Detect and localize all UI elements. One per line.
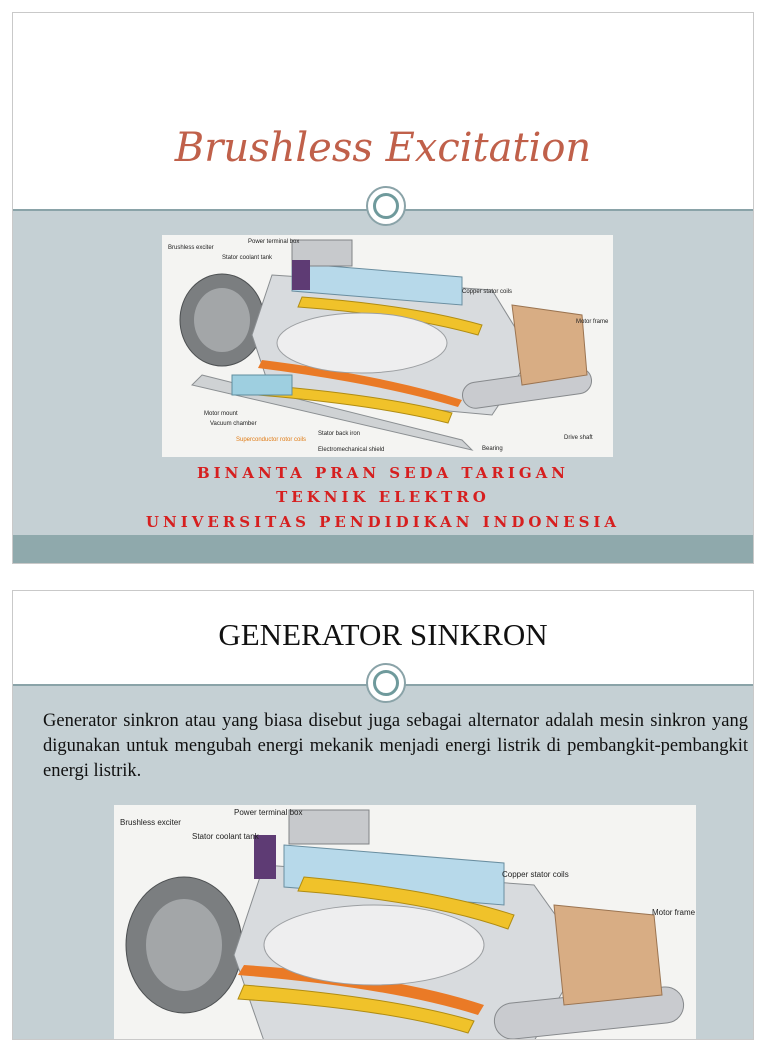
label-superconductor-rotor-coils: Superconductor rotor coils xyxy=(236,437,306,443)
divider-circle-ornament xyxy=(366,663,406,703)
divider-circle-ornament xyxy=(366,186,406,226)
slide-brushless-excitation: Brushless Excitation xyxy=(12,12,754,564)
generator-cutaway-figure: Brushless exciter Power terminal box Sta… xyxy=(162,235,613,457)
label-copper-stator-coils: Copper stator coils xyxy=(502,870,569,879)
slide-generator-sinkron: GENERATOR SINKRON Generator sinkron atau… xyxy=(12,590,754,1040)
label-power-terminal-box: Power terminal box xyxy=(234,808,302,817)
label-copper-stator-coils: Copper stator coils xyxy=(462,289,512,295)
label-stator-coolant-tank: Stator coolant tank xyxy=(222,255,273,261)
label-stator-coolant-tank: Stator coolant tank xyxy=(192,832,260,841)
label-brushless-exciter: Brushless exciter xyxy=(120,818,181,827)
department: TEKNIK ELEKTRO xyxy=(276,488,490,506)
label-drive-shaft: Drive shaft xyxy=(564,435,593,441)
label-vacuum-chamber: Vacuum chamber xyxy=(210,421,257,427)
slide-title: Brushless Excitation xyxy=(174,125,592,171)
university: UNIVERSITAS PENDIDIKAN INDONESIA xyxy=(145,513,621,531)
label-stator-back-iron: Stator back iron xyxy=(318,431,360,437)
generator-cutaway-svg: Brushless exciter Power terminal box Sta… xyxy=(162,235,613,457)
generator-cutaway-figure-large: Brushless exciter Power terminal box Sta… xyxy=(114,805,696,1039)
label-motor-frame: Motor frame xyxy=(576,319,609,325)
label-brushless-exciter: Brushless exciter xyxy=(168,245,214,251)
author-name: BINANTA PRAN SEDA TARIGAN xyxy=(196,464,570,482)
footer-band xyxy=(13,535,753,563)
label-motor-mount: Motor mount xyxy=(204,411,238,417)
label-motor-frame: Motor frame xyxy=(652,908,696,917)
label-electromechanical-shield: Electromechanical shield xyxy=(318,447,384,453)
label-power-terminal-box: Power terminal box xyxy=(248,239,299,245)
label-bearing: Bearing xyxy=(482,446,503,452)
generator-cutaway-svg-large: Brushless exciter Power terminal box Sta… xyxy=(114,805,696,1039)
body-paragraph: Generator sinkron atau yang biasa disebu… xyxy=(43,711,748,781)
slide-title: GENERATOR SINKRON xyxy=(218,617,548,652)
